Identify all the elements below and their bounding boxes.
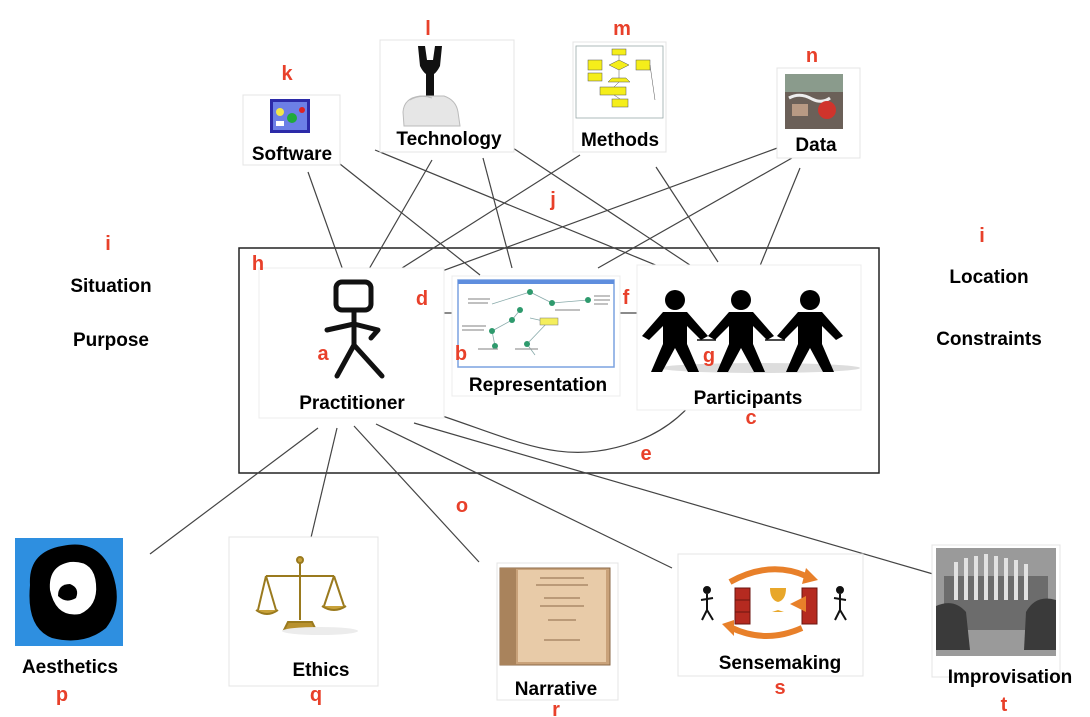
data-photo-icon bbox=[785, 74, 843, 129]
three-people-icon bbox=[642, 290, 860, 373]
letter-g: g bbox=[703, 345, 715, 367]
abstract-blob-icon bbox=[15, 538, 123, 646]
improvisation-label: Improvisation bbox=[948, 667, 1073, 688]
purpose-label: Purpose bbox=[73, 330, 149, 351]
technology-node: Technology bbox=[379, 39, 515, 153]
letter-n: n bbox=[806, 45, 818, 67]
letter-t: t bbox=[1001, 694, 1008, 716]
ethics-node: Ethics bbox=[228, 536, 379, 687]
situation-label: Situation bbox=[70, 276, 151, 297]
methods-node: Methods bbox=[572, 41, 667, 153]
participant-figure bbox=[708, 290, 774, 372]
representation-label: Representation bbox=[469, 375, 607, 396]
letter-o: o bbox=[456, 495, 468, 517]
letter-i-right: i bbox=[979, 225, 985, 247]
value-connections bbox=[149, 422, 934, 575]
letter-p: p bbox=[56, 684, 68, 706]
kalimba-hands-icon bbox=[936, 548, 1056, 656]
practitioner-label: Practitioner bbox=[299, 393, 405, 414]
data-label: Data bbox=[795, 135, 837, 156]
flowchart-icon bbox=[575, 45, 664, 119]
map-diagram-icon bbox=[457, 279, 615, 368]
participants-label: Participants bbox=[694, 388, 803, 409]
letter-l: l bbox=[425, 18, 431, 40]
letter-k: k bbox=[281, 63, 293, 85]
main-frame bbox=[238, 247, 880, 474]
constraints-label: Constraints bbox=[936, 329, 1042, 350]
location-label: Location bbox=[949, 267, 1028, 288]
technology-label: Technology bbox=[396, 129, 502, 150]
practitioner-node: Practitioner bbox=[258, 267, 445, 419]
software-icon bbox=[270, 99, 310, 133]
letter-c: c bbox=[745, 407, 756, 429]
improvisation-node: Improvisation bbox=[931, 544, 1073, 688]
letter-s: s bbox=[774, 677, 785, 699]
sensemaking-label: Sensemaking bbox=[719, 653, 842, 674]
narrative-label: Narrative bbox=[515, 679, 597, 700]
letter-e: e bbox=[640, 443, 651, 465]
software-node: Software bbox=[242, 94, 341, 166]
participants-node: Participants bbox=[636, 264, 862, 411]
sensemaking-node: Sensemaking bbox=[677, 553, 864, 677]
letter-q: q bbox=[310, 684, 322, 706]
aesthetics-label: Aesthetics bbox=[22, 657, 118, 678]
sensemaking-cycle-icon bbox=[700, 566, 847, 639]
methods-label: Methods bbox=[581, 130, 659, 151]
wrench-hand-icon bbox=[402, 46, 461, 127]
letter-b: b bbox=[455, 343, 467, 365]
aesthetics-node: Aesthetics bbox=[15, 538, 123, 678]
letter-h: h bbox=[252, 253, 264, 275]
participant-figure bbox=[777, 290, 843, 372]
software-label: Software bbox=[252, 144, 332, 165]
letter-labels: a b c d e f g h i i j k l m n o p q r s … bbox=[56, 18, 1008, 717]
book-icon bbox=[499, 567, 611, 666]
letter-i-left: i bbox=[105, 233, 111, 255]
letter-d: d bbox=[416, 288, 428, 310]
letter-f: f bbox=[623, 287, 630, 309]
letter-j: j bbox=[549, 189, 556, 211]
representation-node: Representation bbox=[451, 275, 621, 397]
participant-figure bbox=[642, 290, 708, 372]
letter-r: r bbox=[552, 699, 560, 717]
letter-m: m bbox=[613, 18, 631, 40]
ethics-label: Ethics bbox=[292, 660, 349, 681]
data-node: Data bbox=[776, 67, 861, 159]
stick-figure-icon bbox=[324, 279, 385, 379]
narrative-node: Narrative bbox=[496, 562, 619, 701]
letter-a: a bbox=[317, 343, 329, 365]
